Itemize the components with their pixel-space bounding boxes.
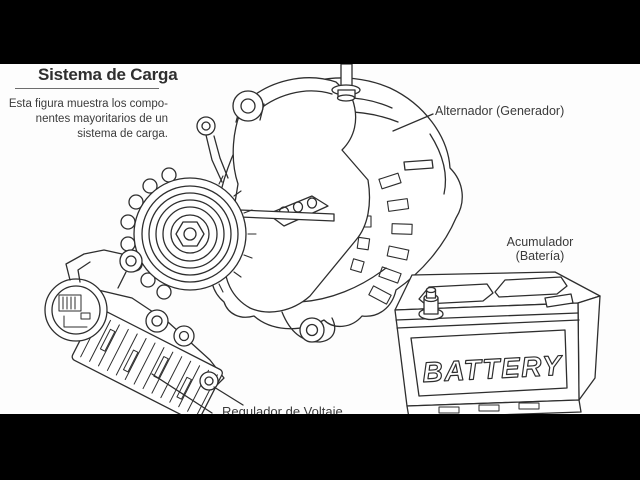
charging-system-illustration: BATTERY [44, 64, 601, 414]
battery-label-line-1: Acumulador [506, 235, 574, 249]
intro-line-3: sistema de carga. [77, 128, 168, 140]
page-title: Sistema de Carga [38, 65, 178, 84]
regulator-label: Regulador de Voltaje [222, 404, 343, 414]
battery-label-line-2: (Batería) [515, 249, 565, 263]
alternator-leader-line [392, 113, 434, 132]
diagram-canvas: Sistema de Carga Esta figura muestra los… [0, 64, 640, 414]
alternator-illustration [120, 64, 463, 343]
letterbox-top [0, 0, 640, 64]
voltage-regulator-illustration [44, 249, 244, 414]
letterbox-bottom [0, 414, 640, 480]
battery-label: Acumulador (Batería) [488, 235, 592, 263]
intro-line-1: Esta figura muestra los compo- [8, 98, 168, 110]
alternator-label: Alternador (Generador) [435, 104, 565, 118]
title-underline [15, 88, 159, 89]
battery-illustration: BATTERY [394, 271, 601, 414]
regulator-leader-line [151, 373, 244, 414]
intro-paragraph: Esta figura muestra los compo- nentes ma… [0, 97, 168, 142]
intro-line-2: nentes mayoritarios de un [35, 113, 168, 125]
battery-embossed-text: BATTERY [422, 350, 564, 388]
